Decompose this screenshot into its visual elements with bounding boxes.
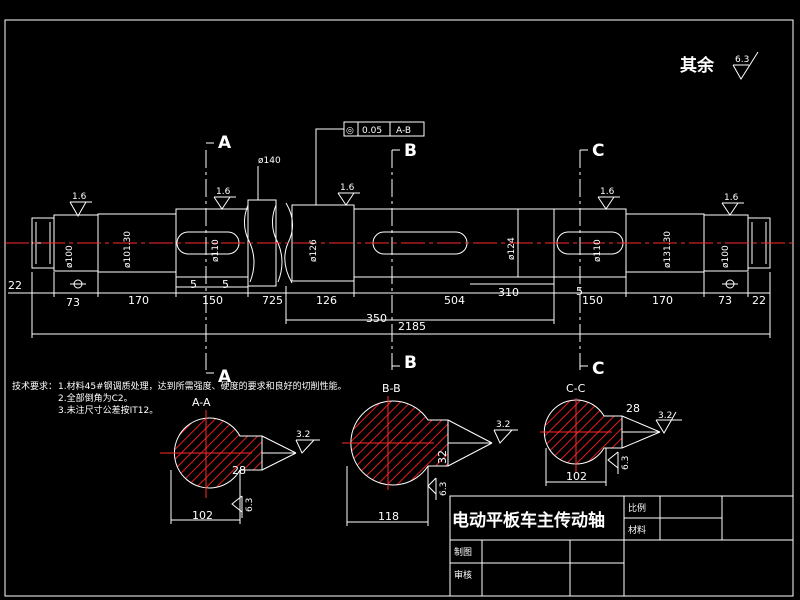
- dim-170-left: 170: [128, 294, 149, 307]
- roughness-symbol: 6.3: [607, 451, 631, 474]
- dim-504: 504: [444, 294, 465, 307]
- view-label-b-b: B-B: [382, 382, 401, 395]
- roughness-symbol: 3.2: [493, 420, 518, 444]
- section-c-c: [540, 398, 661, 486]
- dim-150-left: 150: [202, 294, 223, 307]
- drawing-title: 电动平板车主传动轴: [452, 510, 605, 531]
- diameter-label-124: ø124: [507, 237, 517, 260]
- checked-label: 审核: [454, 569, 472, 581]
- roughness-symbol: 1.6: [69, 192, 92, 218]
- notes-line-2: 2.全部倒角为C2。: [58, 392, 133, 404]
- section-cut-lines: [205, 142, 588, 374]
- section-c-c-width: 102: [566, 470, 587, 483]
- section-b-b: [342, 396, 493, 526]
- remainder-label: 其余: [680, 55, 715, 76]
- dim-2185: 2185: [398, 320, 426, 333]
- diameter-label-100-left: ø100: [65, 245, 75, 268]
- dim-73-right: 73: [718, 294, 732, 307]
- notes-heading: 技术要求：: [12, 380, 57, 392]
- section-a-a: [160, 410, 297, 524]
- diameter-label-100-right: ø100: [721, 245, 731, 268]
- roughness-symbol: 3.2: [295, 430, 320, 454]
- svg-text:1.6: 1.6: [724, 193, 739, 203]
- dim-170-right: 170: [652, 294, 673, 307]
- svg-text:1.6: 1.6: [216, 187, 231, 197]
- tolerance-frame: ◎ 0.05 A-B: [315, 121, 425, 205]
- title-block: [449, 495, 794, 597]
- svg-text:3.2: 3.2: [296, 430, 310, 440]
- dim-5-a: 5: [190, 278, 197, 291]
- notes-line-1: 1.材料45#钢调质处理，达到所需强度、硬度的要求和良好的切削性能。: [58, 380, 347, 392]
- svg-text:1.6: 1.6: [72, 192, 87, 202]
- dimension-lines: [8, 272, 771, 338]
- section-b-b-key: 32: [436, 450, 449, 464]
- section-label-b-top: B: [404, 141, 417, 161]
- view-label-a-a: A-A: [192, 396, 211, 409]
- dim-310: 310: [498, 286, 519, 299]
- diameter-label-110-right: ø110: [593, 239, 603, 262]
- roughness-symbol: 1.6: [721, 193, 744, 216]
- dim-5-b: 5: [222, 278, 229, 291]
- svg-text:6.3: 6.3: [621, 456, 631, 470]
- section-label-c-top: C: [592, 141, 604, 161]
- remainder-roughness-symbol: 6.3: [732, 51, 759, 80]
- diameter-label-110-left: ø110: [211, 239, 221, 262]
- diameter-label-140: ø140: [258, 156, 281, 166]
- section-label-a-top: A: [218, 133, 232, 153]
- svg-text:1.6: 1.6: [340, 183, 355, 193]
- dim-22-left: 22: [8, 279, 22, 292]
- view-label-c-c: C-C: [566, 382, 586, 395]
- notes-line-3: 3.未注尺寸公差按IT12。: [58, 404, 158, 416]
- section-label-c-bottom: C: [592, 359, 604, 379]
- svg-text:6.3: 6.3: [735, 55, 749, 65]
- roughness-symbol: 1.6: [597, 187, 620, 210]
- section-a-a-width: 102: [192, 509, 213, 522]
- svg-text:6.3: 6.3: [439, 482, 449, 496]
- svg-text:3.2: 3.2: [658, 411, 672, 421]
- diameter-label-131: ø131.30: [663, 231, 673, 268]
- svg-text:1.6: 1.6: [600, 187, 615, 197]
- diameter-label-126: ø126: [309, 239, 319, 262]
- svg-text:◎: ◎: [346, 126, 354, 136]
- roughness-symbol: 1.6: [337, 183, 360, 206]
- section-b-b-width: 118: [378, 510, 399, 523]
- dim-73-left: 73: [66, 296, 80, 309]
- svg-text:0.05: 0.05: [362, 126, 382, 136]
- dim-126: 126: [316, 294, 337, 307]
- roughness-symbol: 6.3: [427, 477, 449, 500]
- dim-725: 725: [262, 294, 283, 307]
- svg-text:A-B: A-B: [396, 126, 411, 136]
- section-label-b-bottom: B: [404, 353, 417, 373]
- datum-marker-b: [722, 279, 738, 289]
- dim-22-right: 22: [752, 294, 766, 307]
- section-label-a-bottom: A: [218, 367, 232, 387]
- section-c-c-key: 28: [626, 402, 640, 415]
- roughness-symbol: 3.2: [655, 411, 682, 434]
- svg-text:3.2: 3.2: [496, 420, 510, 430]
- roughness-symbol: 6.3: [231, 495, 255, 518]
- dim-5-c: 5: [576, 285, 583, 298]
- drawing-border: [4, 19, 794, 597]
- dim-150-right: 150: [582, 294, 603, 307]
- material-label: 材料: [628, 524, 646, 536]
- drawn-label: 制图: [454, 546, 472, 558]
- svg-text:6.3: 6.3: [245, 498, 255, 512]
- diameter-label-101: ø101.30: [123, 231, 133, 268]
- dim-350: 350: [366, 312, 387, 325]
- scale-label: 比例: [628, 502, 646, 514]
- roughness-symbol: 1.6: [213, 187, 236, 210]
- section-a-a-key: 28: [232, 464, 246, 477]
- datum-marker-a: [70, 279, 86, 289]
